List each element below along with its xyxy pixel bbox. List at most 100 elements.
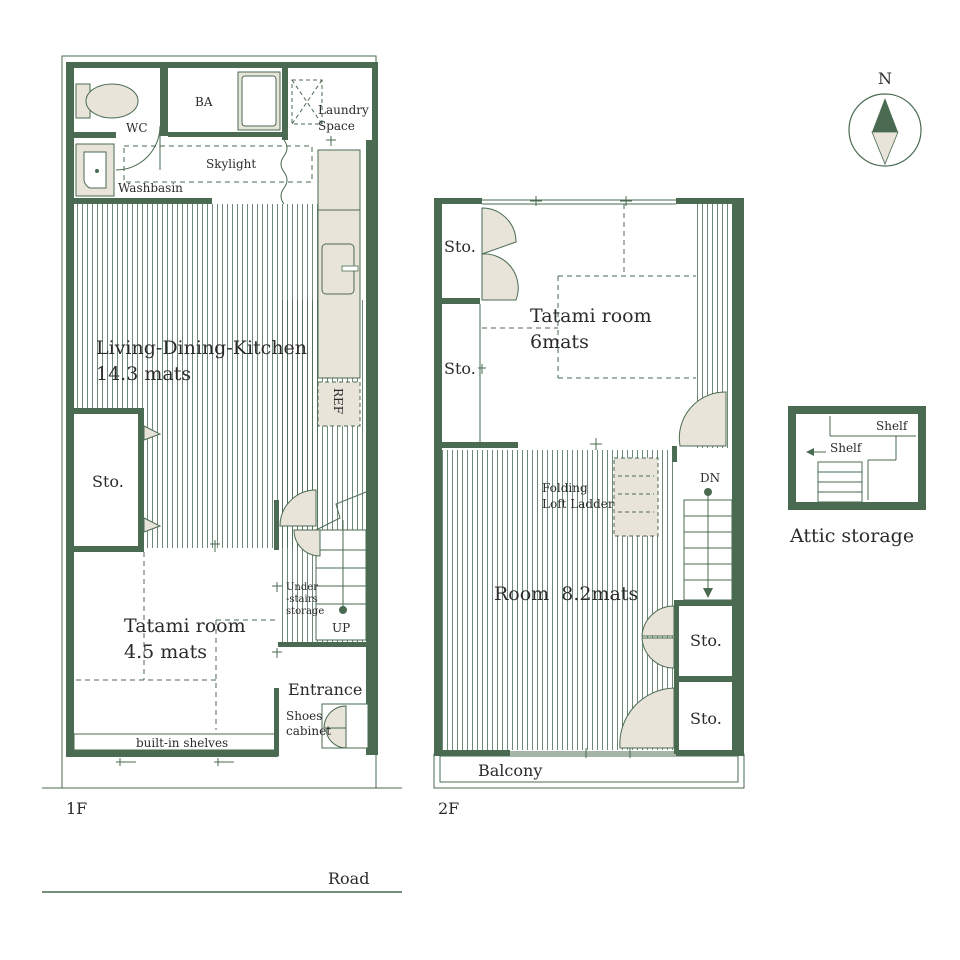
label-up: UP: [332, 621, 350, 635]
sto-door-2f-3: [641, 605, 675, 669]
stair-start-dot: [339, 606, 347, 614]
label-ldk-1: Living-Dining-Kitchen: [96, 337, 307, 359]
wall-wc-bottom: [66, 132, 116, 138]
label-ba: BA: [195, 95, 213, 109]
wall-right-1f: [366, 140, 378, 755]
sto-1f-area: [74, 414, 138, 546]
wall-top-2f-right: [676, 198, 744, 204]
wall-sto4-left: [674, 682, 679, 754]
label-ladder-2: Loft Ladder: [542, 497, 614, 511]
curtain-line: [280, 139, 288, 205]
closet-door-icon: [143, 517, 162, 533]
understairs-door: [279, 489, 317, 527]
shoes-cabinet: [321, 703, 369, 749]
wall-sto3-bottom: [676, 676, 736, 682]
wall-stair-2f-top: [676, 600, 736, 606]
wall-stair-left: [274, 500, 279, 550]
label-shoes-1: Shoes: [286, 709, 322, 723]
wall-bottom-2f-right: [676, 750, 744, 756]
label-2f: 2F: [438, 799, 459, 818]
wall-bottom-1f: [66, 750, 278, 757]
label-shoes-2: cabinet: [286, 724, 331, 738]
sto-door-2f-upper: [481, 207, 519, 301]
break-line: [315, 487, 377, 531]
label-ladder-1: Folding: [542, 481, 588, 495]
label-understairs-2: -stairs: [286, 594, 318, 605]
wall-sto-top: [66, 408, 144, 414]
label-sto-1f: Sto.: [92, 472, 124, 491]
wall-top-1f: [66, 62, 378, 68]
label-sto-2f-2: Sto.: [444, 359, 476, 378]
wall-ba-right: [282, 62, 288, 140]
label-tatami-1f-2: 4.5 mats: [124, 641, 207, 663]
label-laundry-2: Space: [318, 119, 355, 133]
left-arrow-icon: [806, 448, 814, 456]
stairs-1f: [315, 520, 367, 641]
wall-top-2f-left: [434, 198, 482, 204]
label-sto-2f-3: Sto.: [690, 631, 722, 650]
label-road: Road: [328, 869, 369, 888]
wall-right-upper-1f: [372, 62, 378, 146]
wall-sto-bottom: [66, 546, 144, 552]
refrigerator-icon: [317, 381, 361, 427]
wall-wash-bottom: [66, 198, 212, 204]
compass-north-label: N: [878, 69, 892, 88]
closet-door-icon: [143, 425, 162, 441]
wall-right-2f: [732, 198, 744, 754]
label-balcony: Balcony: [478, 761, 542, 780]
label-wc: WC: [126, 121, 148, 135]
tatami-1f-grid: [76, 552, 278, 730]
label-tatami-2f-2: 6mats: [530, 331, 589, 353]
sto-door-2f-4: [619, 687, 675, 749]
wall-tatami-bottom: [434, 442, 518, 448]
window-ticks-2f: [478, 196, 632, 758]
laundry-icon: [291, 79, 323, 125]
label-1f: 1F: [66, 799, 87, 818]
wall-entrance-top: [278, 642, 368, 647]
skylight-outline: [123, 145, 313, 183]
wall-ba-bottom: [168, 132, 288, 137]
label-washbasin: Washbasin: [118, 181, 183, 195]
compass-icon: N: [848, 69, 922, 167]
label-room-2f: Room 8.2mats: [494, 583, 638, 605]
wall-wc-right: [160, 62, 168, 136]
wall-bottom-2f-left: [434, 750, 510, 756]
shelves-outline: [73, 733, 277, 751]
tatami-2f-grid: [482, 204, 696, 379]
floor-2f: Sto. Sto. Tatami room 6mats Folding Loft…: [433, 196, 745, 818]
attic-ladder-icon: [817, 461, 863, 503]
wall-entrance-left: [274, 688, 279, 756]
balcony-outline: [433, 753, 745, 789]
label-tatami-2f-1: Tatami room: [530, 305, 652, 327]
label-attic-title: Attic storage: [789, 525, 914, 547]
tatami-door: [678, 391, 727, 447]
label-shelf-2: Shelf: [830, 441, 863, 455]
kitchen-counter: [317, 149, 361, 379]
label-understairs-3: storage: [286, 606, 324, 617]
attic-storage: Shelf Shelf Attic storage: [788, 406, 926, 547]
label-dn: DN: [700, 471, 720, 485]
label-entrance: Entrance: [288, 680, 362, 699]
wall-sto-right: [138, 408, 144, 552]
floor-1f: WC BA Laundry Space Skylight Washbasin L…: [42, 55, 402, 893]
label-skylight: Skylight: [206, 157, 256, 171]
label-laundry-1: Laundry: [318, 103, 369, 117]
understairs-door: [293, 529, 321, 557]
folding-ladder-icon: [613, 457, 659, 537]
label-shelf-1: Shelf: [876, 419, 909, 433]
stairs-2f: [683, 488, 733, 601]
wall-stair-2f-left: [672, 446, 677, 462]
wall-sto-divider: [434, 298, 480, 304]
washbasin-icon: [75, 143, 115, 197]
bathtub-icon: [237, 71, 281, 131]
label-ref: REF: [331, 388, 345, 414]
window-ticks-1f: [116, 136, 336, 766]
down-arrow-icon: [703, 588, 713, 598]
label-sto-2f-4: Sto.: [690, 709, 722, 728]
label-ldk-2: 14.3 mats: [96, 363, 191, 385]
wall-left-2f: [434, 198, 442, 754]
toilet-icon: [75, 83, 139, 119]
label-shelves: built-in shelves: [136, 736, 228, 750]
label-tatami-1f-1: Tatami room: [124, 615, 246, 637]
